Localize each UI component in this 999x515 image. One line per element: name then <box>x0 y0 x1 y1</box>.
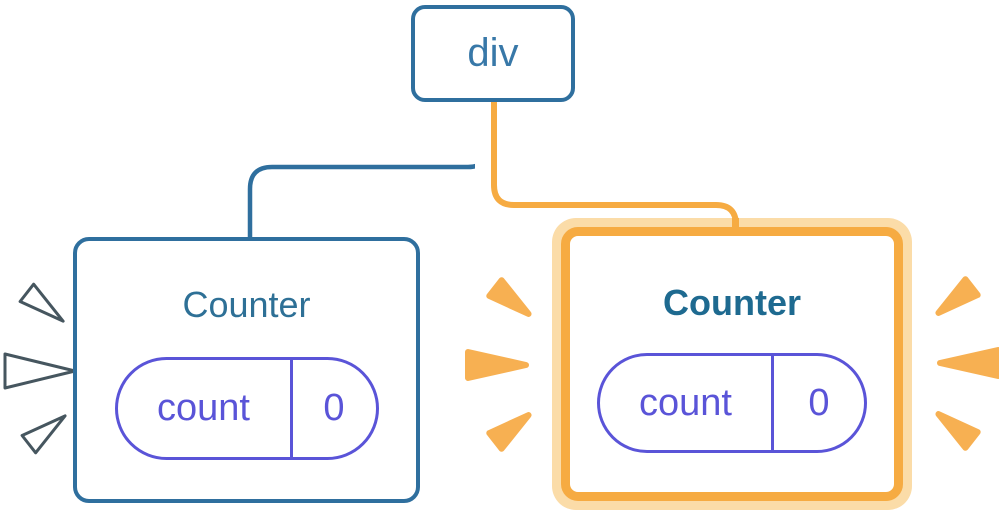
root-node-div: div <box>411 5 575 102</box>
counter-card-right-inner: Counter count 0 <box>561 227 903 501</box>
sparkle-icon <box>935 411 981 451</box>
root-node-label: div <box>467 31 519 75</box>
state-pill: count 0 <box>114 357 379 460</box>
sparkle-icon <box>486 277 532 317</box>
component-title: Counter <box>182 284 311 325</box>
connector-stub <box>732 218 739 228</box>
state-value: 0 <box>808 381 830 424</box>
burst-right-orange <box>465 276 999 452</box>
sparkle-icon <box>937 347 999 379</box>
sparkle-icon <box>465 349 529 381</box>
state-value: 0 <box>323 387 345 429</box>
state-key: count <box>157 387 250 429</box>
counter-card-left: Counter count 0 <box>73 237 420 503</box>
sparkle-icon <box>18 282 65 323</box>
burst-left-white <box>3 282 77 455</box>
connector-left-line <box>247 104 493 239</box>
state-key: count <box>639 381 732 424</box>
sparkle-icon <box>486 412 532 452</box>
sparkle-icon <box>20 414 67 455</box>
component-title: Counter <box>663 282 801 323</box>
state-pill: count 0 <box>597 353 867 453</box>
state-key-cell: count <box>600 356 774 450</box>
connector-right-line <box>491 98 739 242</box>
sparkle-icon <box>3 352 77 390</box>
state-value-cell: 0 <box>293 360 376 457</box>
state-key-cell: count <box>118 360 293 457</box>
sparkle-icon <box>935 276 981 316</box>
state-value-cell: 0 <box>774 356 864 450</box>
counter-card-right: Counter count 0 <box>552 218 912 510</box>
